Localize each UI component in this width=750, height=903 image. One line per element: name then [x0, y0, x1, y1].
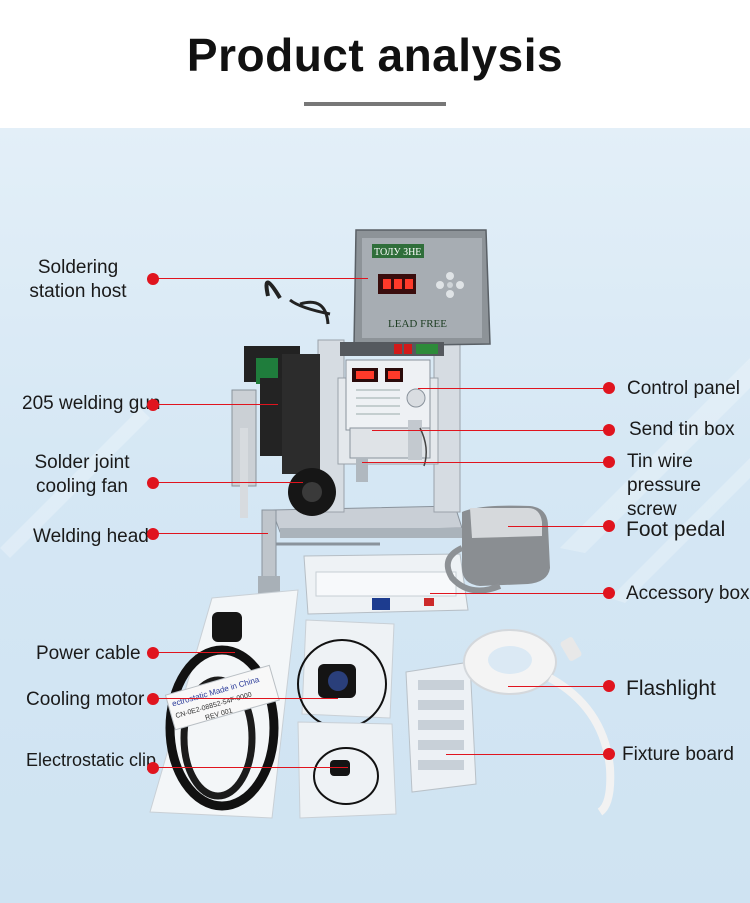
- lead-free-text: LEAD FREE: [388, 318, 447, 330]
- product-stage: ТОЛУ ЗНЕ LEAD FREE: [0, 128, 750, 903]
- soldering-machine: ТОЛУ ЗНЕ LEAD FREE: [231, 229, 491, 608]
- power-cable-bag: ectrostatic Made in China CN-0E2-08852-5…: [149, 589, 299, 819]
- label-flashlight: Flashlight: [626, 677, 716, 700]
- leader-flashlight: [508, 686, 608, 688]
- leader-foot-pedal: [508, 526, 608, 528]
- label-accessory-box: Accessory box: [626, 583, 750, 604]
- header: Product analysis: [0, 0, 750, 128]
- leader-solder-joint-cooling-fan: [153, 482, 303, 484]
- label-welding-gun: 205 welding gun: [22, 393, 161, 414]
- title-underline: [304, 102, 446, 106]
- label-solder-joint-cooling-fan: Solder joint cooling fan: [34, 452, 130, 497]
- marker-flashlight: [603, 680, 615, 692]
- marker-tin-wire-pressure-screw: [603, 456, 615, 468]
- product-illustration: ТОЛУ ЗНЕ LEAD FREE: [0, 229, 750, 819]
- marker-fixture-board: [603, 748, 615, 760]
- label-welding-head: Welding head: [33, 526, 149, 547]
- label-control-panel: Control panel: [627, 378, 741, 399]
- label-send-tin-box: Send tin box: [629, 419, 735, 440]
- background-streaks: [0, 358, 750, 603]
- label-tin-wire-pressure-screw: Tin wire pressure screw: [627, 451, 701, 520]
- host-brand-text: ТОЛУ ЗНЕ: [374, 247, 421, 258]
- leader-send-tin-box: [372, 430, 608, 432]
- label-cooling-motor: Cooling motor: [26, 689, 145, 710]
- leader-control-panel: [418, 388, 608, 390]
- accessory-box: [303, 553, 469, 615]
- marker-foot-pedal: [603, 520, 615, 532]
- cooling-motor-bag: [297, 619, 395, 729]
- page-title: Product analysis: [186, 29, 564, 81]
- leader-electrostatic-clip: [153, 767, 348, 769]
- marker-accessory-box: [603, 587, 615, 599]
- leader-tin-wire-pressure-screw: [362, 462, 608, 464]
- electrostatic-clip-bag: [297, 721, 397, 819]
- leader-power-cable: [153, 652, 235, 654]
- flashlight: [463, 629, 615, 816]
- foot-pedal: [444, 505, 550, 594]
- label-fixture-board: Fixture board: [622, 744, 734, 765]
- label-foot-pedal: Foot pedal: [626, 518, 726, 541]
- leader-cooling-motor: [153, 698, 338, 700]
- marker-control-panel: [603, 382, 615, 394]
- fixture-board: [405, 661, 477, 793]
- leader-accessory-box: [430, 593, 608, 595]
- label-electrostatic-clip: Electrostatic clip: [26, 750, 157, 770]
- leader-soldering-station-host: [153, 278, 368, 280]
- marker-send-tin-box: [603, 424, 615, 436]
- leader-welding-head: [153, 533, 268, 535]
- leader-welding-gun: [153, 404, 278, 406]
- label-soldering-station-host: Soldering station host: [29, 257, 127, 302]
- label-power-cable: Power cable: [36, 643, 141, 664]
- leader-fixture-board: [446, 754, 608, 756]
